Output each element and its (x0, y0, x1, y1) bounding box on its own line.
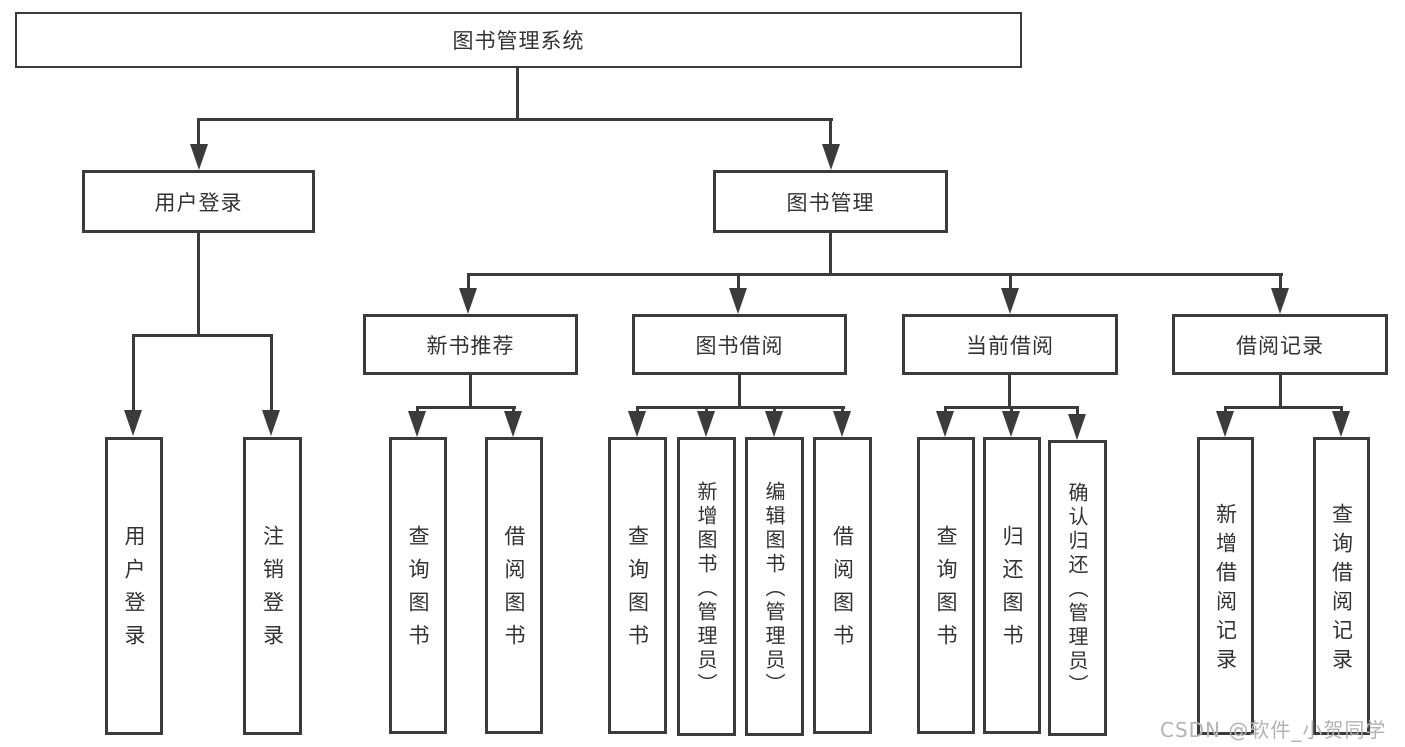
node-new-book-recommendation: 新书推荐 (363, 314, 578, 375)
node-logout-login: 注销登录 (243, 437, 302, 735)
arrowhead-down (1068, 414, 1086, 440)
connector-stub (197, 118, 200, 148)
connector-root-horizontal (197, 118, 833, 121)
node-label: 图书管理 (786, 190, 875, 215)
connector-group1-vertical (469, 373, 472, 409)
node-return-book: 归还图书 (983, 437, 1041, 734)
connector-bookmgmt-vertical (829, 231, 832, 276)
arrowhead-down (833, 411, 851, 437)
connector-group4-vertical (1279, 373, 1282, 409)
arrowhead-down (124, 410, 142, 436)
arrowhead-down (408, 411, 426, 437)
node-add-borrow-record: 新增借阅记录 (1197, 437, 1254, 735)
arrowhead-down (765, 411, 783, 437)
arrowhead-down (822, 144, 840, 170)
arrowhead-down (1002, 411, 1020, 437)
node-label: 新增借阅记录 (1213, 503, 1238, 677)
node-label: 用户登录 (122, 525, 146, 657)
connector-stub (132, 334, 135, 413)
connector-group4-horizontal (1224, 406, 1343, 409)
connector-userlogin-vertical (197, 231, 200, 337)
arrowhead-down (459, 288, 477, 314)
node-label: 查询图书 (625, 524, 650, 657)
connector-stub (1279, 273, 1282, 291)
node-label: 新书推荐 (426, 333, 515, 358)
node-label: 确认归还（管理员） (1065, 482, 1089, 698)
node-label: 归还图书 (1000, 524, 1024, 657)
arrowhead-down (504, 411, 522, 437)
node-add-book-admin: 新增图书（管理员） (677, 437, 736, 736)
node-query-book-1: 查询图书 (389, 437, 447, 734)
node-label: 图书借阅 (695, 333, 784, 358)
node-edit-book-admin: 编辑图书（管理员） (745, 437, 804, 736)
connector-group1-horizontal (416, 406, 516, 409)
node-borrow-book-1: 借阅图书 (485, 437, 543, 734)
arrowhead-down (1216, 411, 1234, 437)
node-query-borrow-record: 查询借阅记录 (1313, 437, 1370, 735)
arrowhead-down (262, 410, 280, 436)
connector-stub (1009, 273, 1012, 291)
node-label: 编辑图书（管理员） (762, 480, 786, 697)
connector-group2-horizontal (636, 406, 845, 409)
connector-stub (270, 334, 273, 413)
node-query-book-3: 查询图书 (917, 437, 975, 734)
node-confirm-return-admin: 确认归还（管理员） (1048, 440, 1107, 736)
connector-group2-vertical (738, 373, 741, 409)
connector-stub (467, 273, 470, 291)
node-label: 借阅图书 (830, 524, 855, 657)
node-label: 当前借阅 (966, 333, 1054, 358)
node-library-management-system: 图书管理系统 (15, 12, 1022, 68)
node-label: 查询借阅记录 (1329, 503, 1354, 677)
arrowhead-down (697, 411, 715, 437)
node-current-borrowing: 当前借阅 (902, 314, 1118, 375)
node-user-login-group: 用户登录 (82, 170, 315, 233)
node-borrowing-records: 借阅记录 (1172, 314, 1388, 375)
node-label: 借阅图书 (502, 524, 526, 657)
node-label: 新增图书（管理员） (694, 480, 718, 697)
arrowhead-down (628, 411, 646, 437)
connector-stub (737, 273, 740, 291)
arrowhead-down (190, 144, 208, 170)
connector-stub (829, 118, 832, 148)
node-label: 借阅记录 (1236, 333, 1324, 358)
node-book-management: 图书管理 (713, 170, 948, 233)
node-query-book-2: 查询图书 (608, 437, 667, 734)
connector-bookmgmt-horizontal (467, 273, 1283, 276)
node-label: 图书管理系统 (452, 29, 585, 53)
connector-stub (1076, 406, 1079, 416)
arrowhead-down (1001, 288, 1019, 314)
connector-root-vertical (516, 66, 519, 120)
arrowhead-down (1332, 411, 1350, 437)
connector-userlogin-horizontal (132, 334, 273, 337)
watermark-csdn: CSDN @软件_小贺同学 (1160, 718, 1387, 742)
node-label: 注销登录 (260, 525, 285, 657)
node-user-login: 用户登录 (105, 437, 163, 735)
node-label: 用户登录 (154, 190, 243, 215)
arrowhead-down (729, 288, 747, 314)
arrowhead-down (1271, 288, 1289, 314)
connector-group3-vertical (1008, 373, 1011, 409)
node-label: 查询图书 (934, 524, 958, 657)
node-book-borrowing: 图书借阅 (632, 314, 847, 375)
node-label: 查询图书 (406, 524, 430, 657)
arrowhead-down (936, 411, 954, 437)
node-borrow-book-2: 借阅图书 (813, 437, 872, 734)
